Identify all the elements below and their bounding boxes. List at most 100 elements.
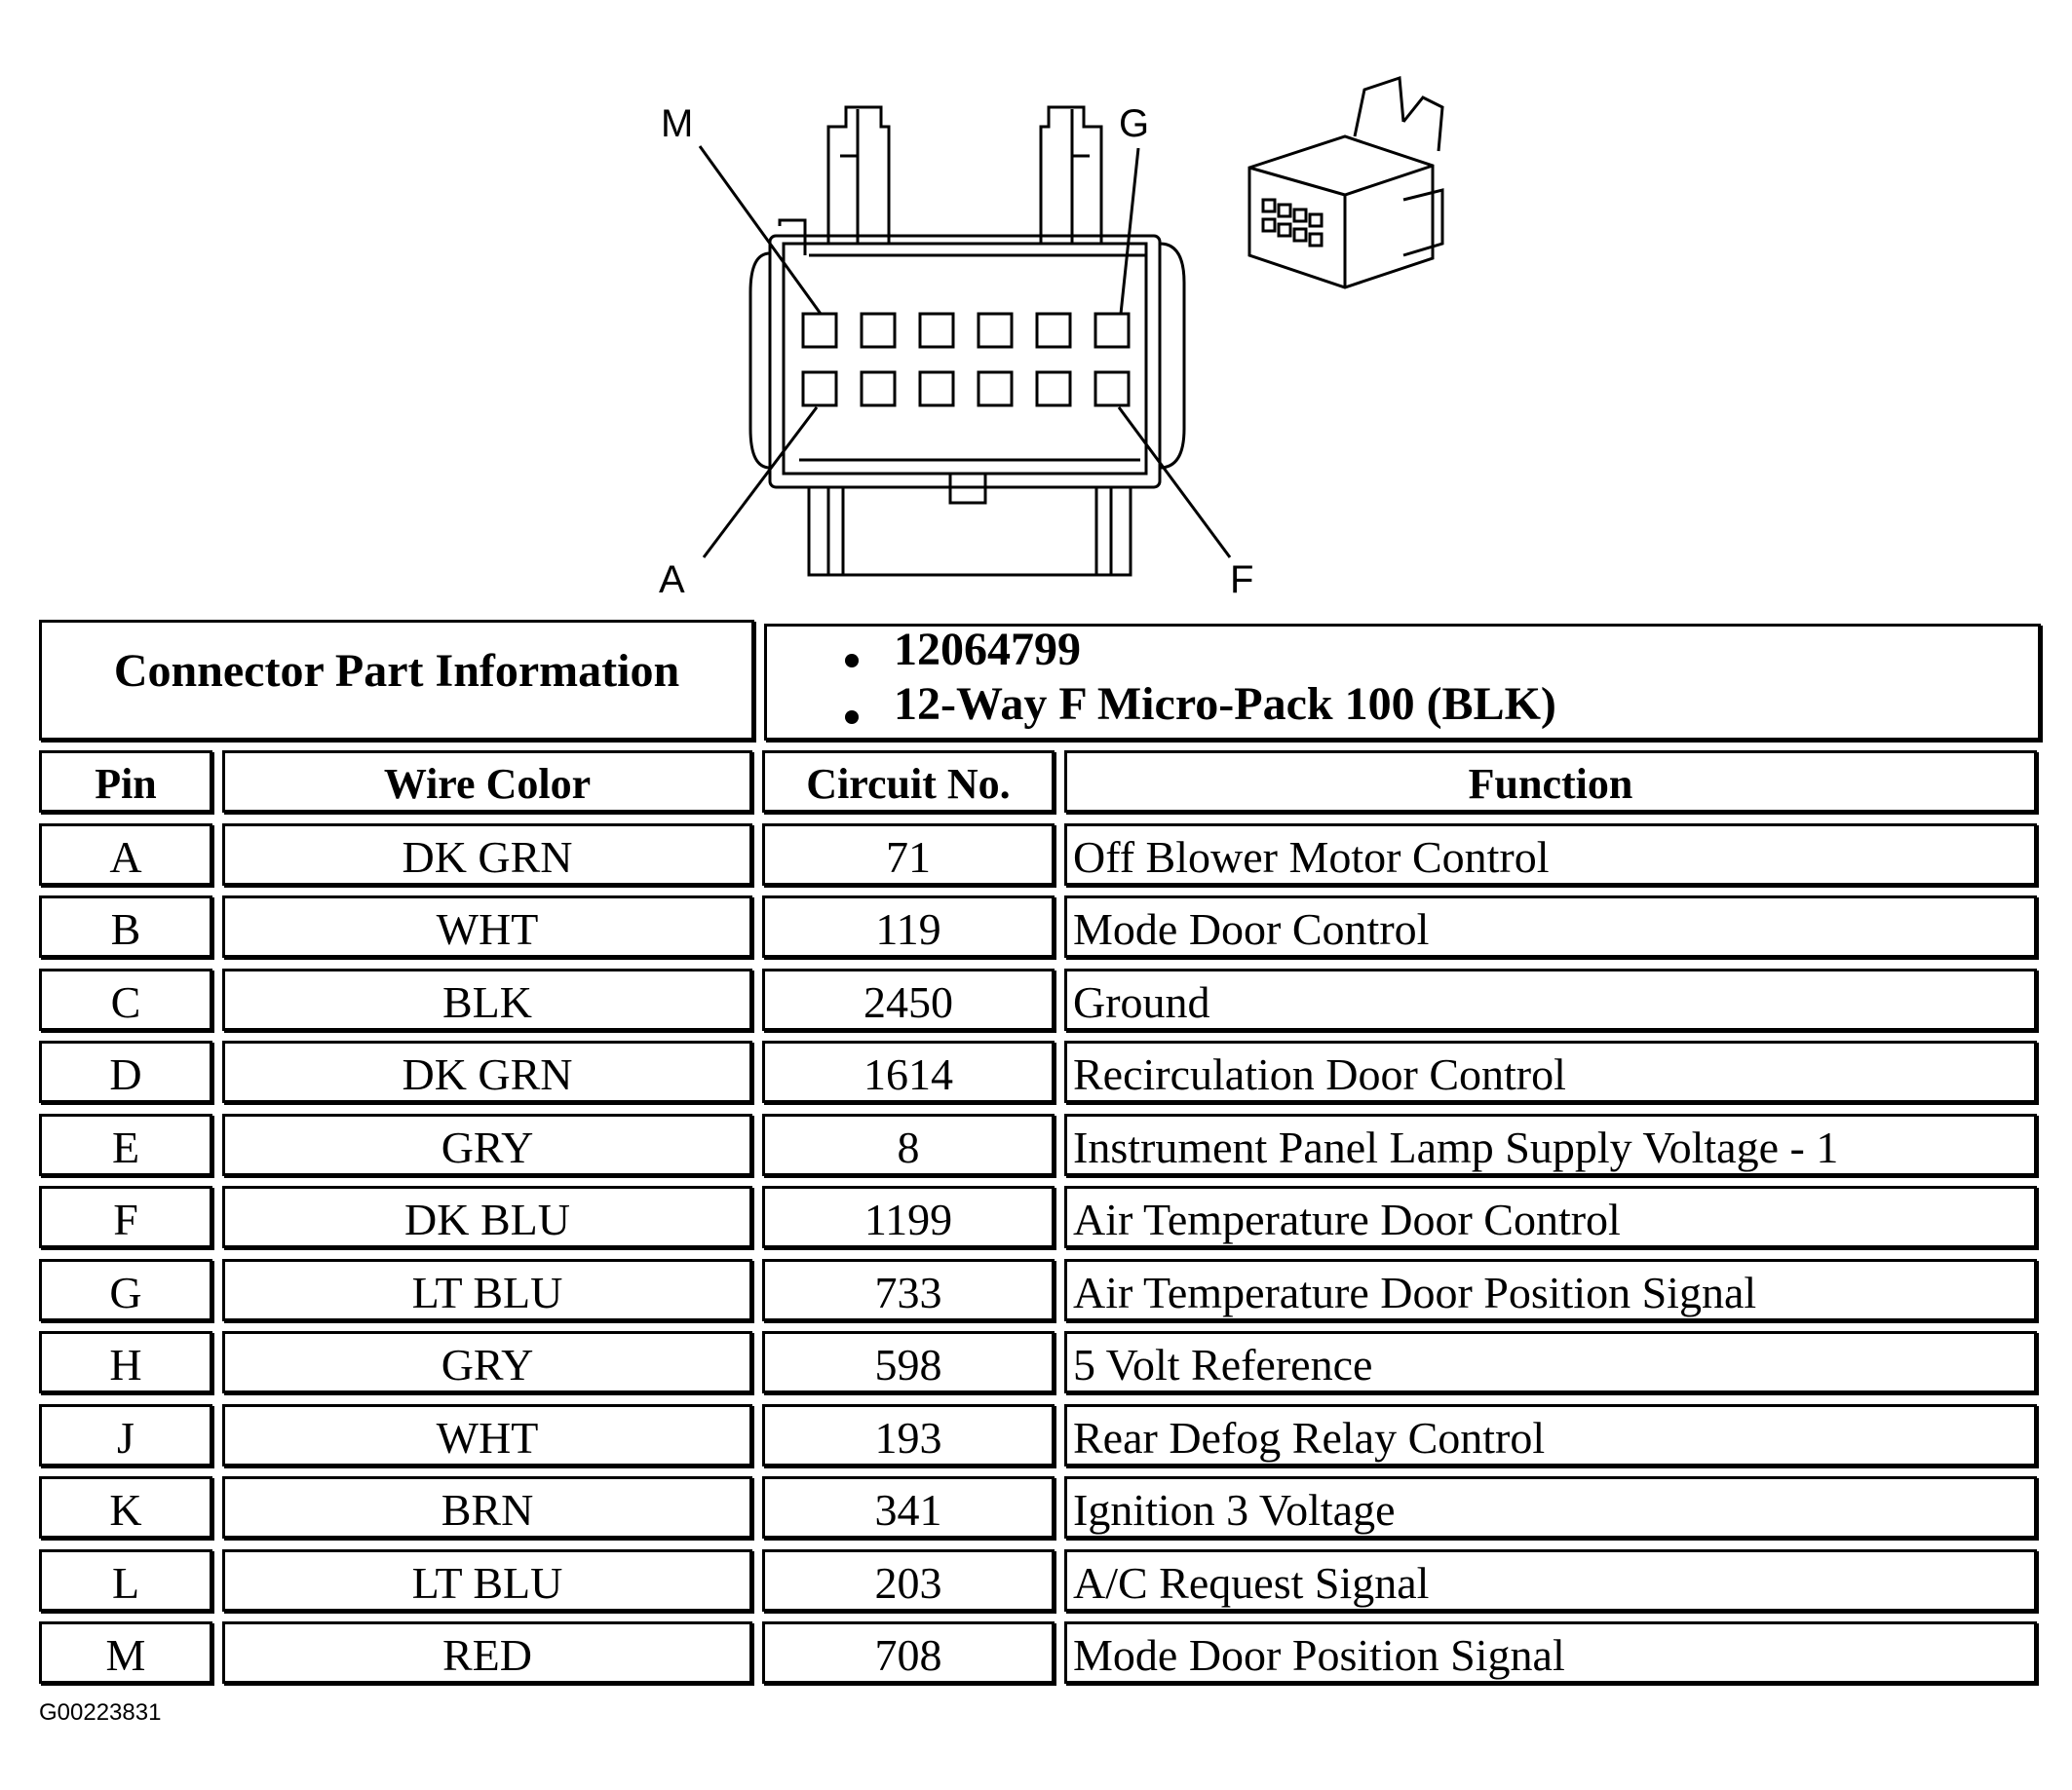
wire-color-cell-text: GRY xyxy=(441,1123,534,1172)
pin-cell-text: A xyxy=(109,832,142,882)
wire-color-cell-text: DK GRN xyxy=(402,832,573,882)
circuit-cell: 708 xyxy=(762,1621,1055,1684)
wire-color-cell-text: WHT xyxy=(436,1413,539,1463)
function-cell: Mode Door Position Signal xyxy=(1064,1621,2037,1684)
wire-color-cell: LT BLU xyxy=(222,1549,752,1612)
header-wire-color: Wire Color xyxy=(222,750,752,813)
pin-cell: J xyxy=(39,1404,212,1466)
wire-color-cell-text: LT BLU xyxy=(411,1558,563,1608)
header-circuit-no: Circuit No. xyxy=(762,750,1055,813)
function-cell-text: Mode Door Control xyxy=(1073,904,1430,954)
circuit-cell: 733 xyxy=(762,1259,1055,1321)
pin-cell-text: E xyxy=(111,1123,140,1172)
pin-cell-text: L xyxy=(111,1558,140,1608)
connector-info-box: 12064799 12-Way F Micro-Pack 100 (BLK) xyxy=(764,624,2041,741)
function-cell: 5 Volt Reference xyxy=(1064,1331,2037,1393)
function-cell-text: Instrument Panel Lamp Supply Voltage - 1 xyxy=(1073,1123,1839,1172)
circuit-cell-text: 708 xyxy=(874,1630,942,1680)
pin-cell: H xyxy=(39,1331,212,1393)
wire-color-cell: DK BLU xyxy=(222,1186,752,1248)
wire-color-cell: DK GRN xyxy=(222,823,752,886)
pin-cell: E xyxy=(39,1114,212,1176)
function-cell: Instrument Panel Lamp Supply Voltage - 1 xyxy=(1064,1114,2037,1176)
pin-cell-text: B xyxy=(110,904,141,954)
function-cell-text: Recirculation Door Control xyxy=(1073,1049,1566,1099)
wire-color-cell: GRY xyxy=(222,1331,752,1393)
pin-callout-g: G xyxy=(1119,102,1149,145)
circuit-cell: 598 xyxy=(762,1331,1055,1393)
connector-info-title: Connector Part Information xyxy=(113,645,680,697)
wire-color-cell: DK GRN xyxy=(222,1041,752,1103)
pin-cell: M xyxy=(39,1621,212,1684)
function-cell: A/C Request Signal xyxy=(1064,1549,2037,1612)
pin-cell-text: J xyxy=(117,1413,134,1463)
wire-color-cell-text: WHT xyxy=(436,904,539,954)
pin-callout-a: A xyxy=(659,558,685,601)
circuit-cell: 203 xyxy=(762,1549,1055,1612)
pin-cell-text: H xyxy=(109,1340,142,1390)
header-pin-text: Pin xyxy=(95,760,157,808)
circuit-cell-text: 203 xyxy=(874,1558,942,1608)
pin-cell-text: D xyxy=(109,1049,142,1099)
document-id: G00223831 xyxy=(39,1699,162,1726)
pin-cell-text: M xyxy=(105,1630,146,1680)
header-pin: Pin xyxy=(39,750,212,813)
circuit-cell-text: 71 xyxy=(886,832,931,882)
header-wire-color-text: Wire Color xyxy=(383,760,592,808)
circuit-cell: 119 xyxy=(762,895,1055,958)
pin-cell: K xyxy=(39,1476,212,1539)
circuit-cell: 1614 xyxy=(762,1041,1055,1103)
pin-cell: D xyxy=(39,1041,212,1103)
circuit-cell-text: 733 xyxy=(874,1268,942,1317)
connector-info-title-cell: Connector Part Information xyxy=(39,620,754,741)
bullet-icon xyxy=(845,654,859,667)
wire-color-cell-text: GRY xyxy=(441,1340,534,1390)
circuit-cell: 193 xyxy=(762,1404,1055,1466)
connector-part-number: 12064799 xyxy=(894,624,1081,675)
wire-color-cell-text: BLK xyxy=(442,977,532,1027)
function-cell-text: Rear Defog Relay Control xyxy=(1073,1413,1546,1463)
circuit-cell: 1199 xyxy=(762,1186,1055,1248)
function-cell: Air Temperature Door Position Signal xyxy=(1064,1259,2037,1321)
wire-color-cell-text: LT BLU xyxy=(411,1268,563,1317)
circuit-cell-text: 8 xyxy=(897,1123,920,1172)
pin-cell-text: K xyxy=(109,1485,142,1535)
circuit-cell: 341 xyxy=(762,1476,1055,1539)
pin-cell: L xyxy=(39,1549,212,1612)
wire-color-cell: LT BLU xyxy=(222,1259,752,1321)
wire-color-cell: GRY xyxy=(222,1114,752,1176)
pin-cell: C xyxy=(39,969,212,1031)
circuit-cell-text: 119 xyxy=(875,904,941,954)
function-cell-text: Off Blower Motor Control xyxy=(1073,832,1550,882)
wire-color-cell-text: RED xyxy=(442,1630,532,1680)
connector-description: 12-Way F Micro-Pack 100 (BLK) xyxy=(894,678,1556,730)
wire-color-cell-text: DK GRN xyxy=(402,1049,573,1099)
bullet-icon xyxy=(845,710,859,724)
wire-color-cell: RED xyxy=(222,1621,752,1684)
wire-color-cell: WHT xyxy=(222,1404,752,1466)
circuit-cell: 2450 xyxy=(762,969,1055,1031)
pin-cell-text: F xyxy=(113,1195,138,1244)
circuit-cell: 71 xyxy=(762,823,1055,886)
pin-cell: A xyxy=(39,823,212,886)
pin-cell-text: C xyxy=(110,977,141,1027)
circuit-cell-text: 193 xyxy=(874,1413,942,1463)
function-cell: Mode Door Control xyxy=(1064,895,2037,958)
pin-callout-m: M xyxy=(661,102,693,145)
pin-cell: B xyxy=(39,895,212,958)
function-cell: Air Temperature Door Control xyxy=(1064,1186,2037,1248)
wire-color-cell: WHT xyxy=(222,895,752,958)
header-function-text: Function xyxy=(1468,760,1633,808)
connector-diagram: M G A F xyxy=(659,75,1444,601)
function-cell: Recirculation Door Control xyxy=(1064,1041,2037,1103)
function-cell: Off Blower Motor Control xyxy=(1064,823,2037,886)
circuit-cell-text: 598 xyxy=(874,1340,942,1390)
function-cell-text: Air Temperature Door Position Signal xyxy=(1073,1268,1757,1317)
circuit-cell-text: 1199 xyxy=(863,1195,953,1244)
circuit-cell-text: 1614 xyxy=(863,1049,953,1099)
header-circuit-no-text: Circuit No. xyxy=(806,760,1011,808)
wire-color-cell: BLK xyxy=(222,969,752,1031)
function-cell-text: Ignition 3 Voltage xyxy=(1073,1485,1396,1535)
function-cell-text: Mode Door Position Signal xyxy=(1073,1630,1565,1680)
pin-cell-text: G xyxy=(109,1268,142,1317)
